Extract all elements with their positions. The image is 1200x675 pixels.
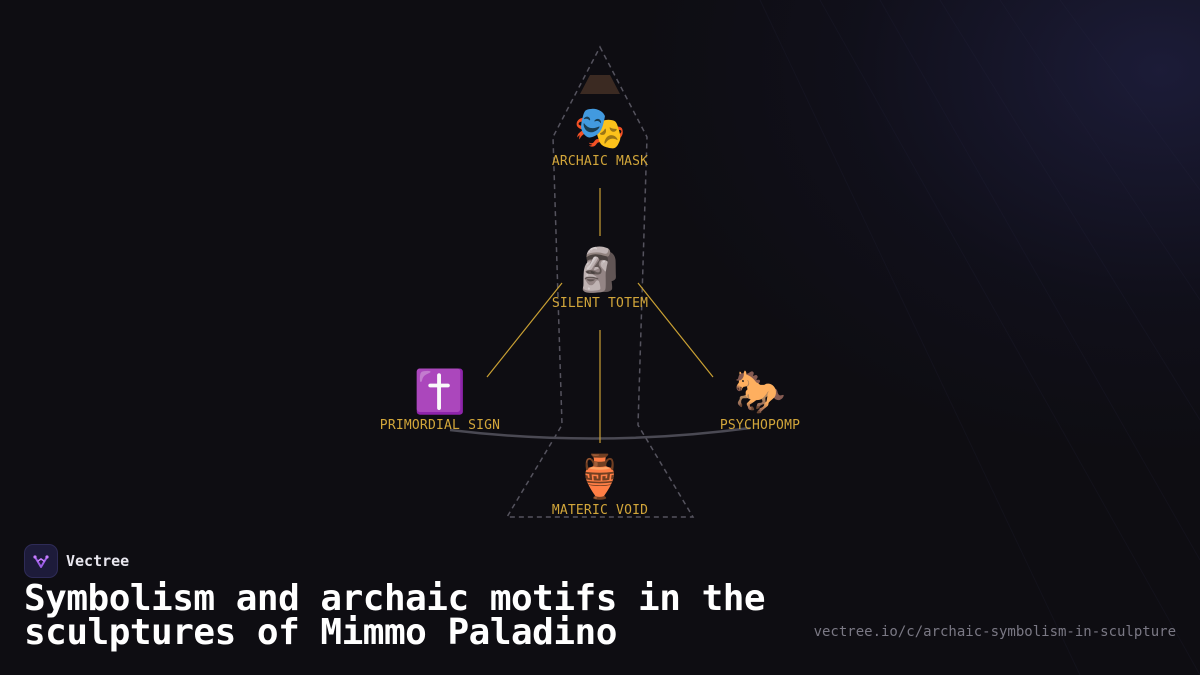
- vectree-logo-icon: [24, 544, 58, 578]
- node-label: PRIMORDIAL SIGN: [379, 418, 501, 433]
- node-silent-totem[interactable]: 🗿 SILENT TOTEM: [510, 245, 690, 312]
- node-label: SILENT TOTEM: [551, 296, 649, 311]
- edge-totem-horse: [637, 282, 714, 378]
- node-archaic-mask[interactable]: 🎭 ARCHAIC MASK: [510, 103, 690, 170]
- node-label: MATERIC VOID: [551, 503, 649, 518]
- latin-cross-icon: ✝️: [413, 367, 467, 416]
- horse-icon: 🐎: [733, 367, 787, 416]
- sculpture-crown: [580, 75, 620, 94]
- node-materic-void[interactable]: 🏺 MATERIC VOID: [510, 452, 690, 519]
- page-title: Symbolism and archaic motifs in the scul…: [24, 578, 766, 653]
- theater-masks-icon: 🎭: [573, 103, 627, 152]
- sculpture-outline: [505, 45, 695, 518]
- brand[interactable]: Vectree: [24, 544, 129, 578]
- moai-icon: 🗿: [573, 245, 627, 294]
- source-url[interactable]: vectree.io/c/archaic-symbolism-in-sculpt…: [813, 624, 1176, 640]
- amphora-icon: 🏺: [573, 452, 627, 501]
- node-label: ARCHAIC MASK: [551, 154, 649, 169]
- node-label: PSYCHOPOMP: [719, 418, 801, 433]
- edge-totem-sign: [486, 282, 563, 378]
- node-psychopomp[interactable]: 🐎 PSYCHOPOMP: [670, 367, 850, 434]
- node-primordial-sign[interactable]: ✝️ PRIMORDIAL SIGN: [350, 367, 530, 434]
- brand-name: Vectree: [66, 552, 130, 570]
